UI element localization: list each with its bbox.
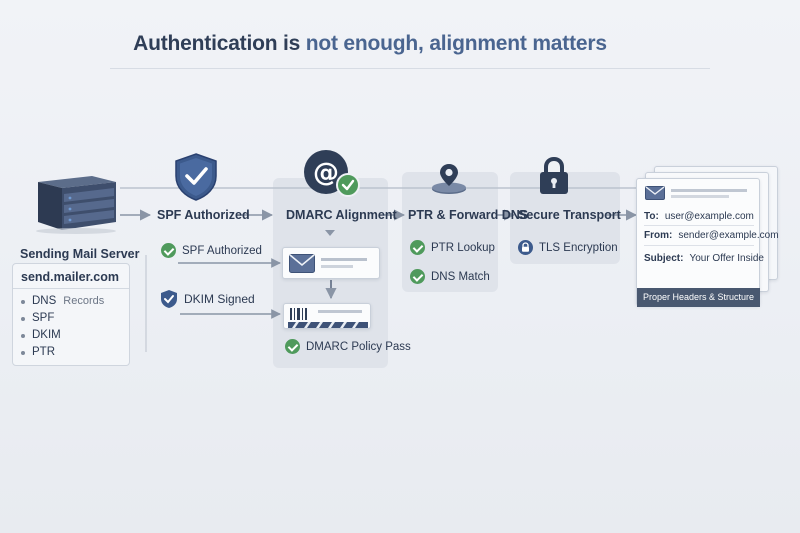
spf-label: SPF Authorized bbox=[157, 208, 250, 222]
check-icon bbox=[285, 339, 300, 354]
from-value: sender@example.com bbox=[678, 230, 779, 241]
card-line bbox=[318, 310, 362, 313]
signature-card bbox=[283, 303, 371, 329]
spf-check-text: SPF Authorized bbox=[182, 244, 262, 257]
check-icon bbox=[161, 243, 176, 258]
record-dkim: DKIM bbox=[21, 327, 129, 344]
email-footer-bar: Proper Headers & Structure bbox=[637, 288, 760, 307]
mail-server-icon bbox=[36, 176, 116, 234]
dmarc-label: DMARC Alignment bbox=[286, 208, 397, 222]
ptr-lookup-row: PTR Lookup bbox=[410, 240, 495, 255]
small-shield-icon bbox=[161, 290, 177, 308]
subject-value: Your Offer Inside bbox=[689, 253, 764, 264]
card-line bbox=[671, 189, 747, 192]
at-sign-badge-icon: @ bbox=[304, 150, 360, 197]
envelope-icon bbox=[645, 186, 665, 200]
envelope-icon bbox=[289, 254, 315, 273]
title-divider bbox=[110, 68, 710, 69]
dmarc-policy-text: DMARC Policy Pass bbox=[306, 340, 411, 353]
to-value: user@example.com bbox=[664, 211, 754, 222]
map-pin-icon bbox=[432, 164, 466, 194]
envelope-card bbox=[282, 247, 380, 279]
dns-match-row: DNS Match bbox=[410, 269, 490, 284]
email-from: From: sender@example.com bbox=[637, 230, 779, 241]
email-to: To: user@example.com bbox=[637, 211, 754, 222]
email-subject: Subject: Your Offer Inside bbox=[637, 253, 764, 264]
ptr-lookup-text: PTR Lookup bbox=[431, 241, 495, 254]
barcode-icon bbox=[290, 308, 307, 320]
to-key: To: bbox=[644, 211, 659, 222]
from-key: From: bbox=[644, 230, 673, 241]
title-part-1: Authentication is bbox=[133, 32, 306, 55]
server-domain: send.mailer.com bbox=[13, 264, 129, 289]
title-part-2: not enough, alignment matters bbox=[305, 32, 607, 55]
dns-match-text: DNS Match bbox=[431, 270, 490, 283]
subject-key: Subject: bbox=[644, 253, 684, 264]
dkim-row: DKIM Signed bbox=[160, 289, 255, 309]
dmarc-down-caret bbox=[325, 230, 335, 236]
dmarc-policy-row: DMARC Policy Pass bbox=[285, 339, 411, 354]
tls-row: TLS Encryption bbox=[518, 240, 618, 255]
padlock-icon bbox=[540, 156, 568, 194]
email-card: To: user@example.com From: sender@exampl… bbox=[636, 178, 779, 306]
stripe-bar bbox=[288, 322, 368, 328]
divider bbox=[644, 245, 754, 246]
tls-text: TLS Encryption bbox=[539, 241, 618, 254]
spf-check-row: SPF Authorized bbox=[161, 243, 262, 258]
check-icon bbox=[410, 240, 425, 255]
ptr-label: PTR & Forward DNS bbox=[408, 208, 529, 222]
server-label: Sending Mail Server bbox=[20, 247, 140, 261]
card-line bbox=[321, 258, 367, 261]
transport-label: Secure Transport bbox=[518, 208, 621, 222]
record-ptr: PTR bbox=[21, 344, 129, 361]
shield-check-icon bbox=[175, 153, 217, 201]
svg-text:@: @ bbox=[313, 158, 339, 188]
divider bbox=[644, 225, 754, 226]
dkim-label: DKIM Signed bbox=[184, 292, 255, 306]
page-title: Authentication is not enough, alignment … bbox=[0, 32, 740, 56]
card-line bbox=[321, 265, 353, 268]
lock-badge-icon bbox=[518, 240, 533, 255]
record-spf: SPF bbox=[21, 310, 129, 327]
check-icon bbox=[410, 269, 425, 284]
card-line bbox=[671, 195, 729, 198]
